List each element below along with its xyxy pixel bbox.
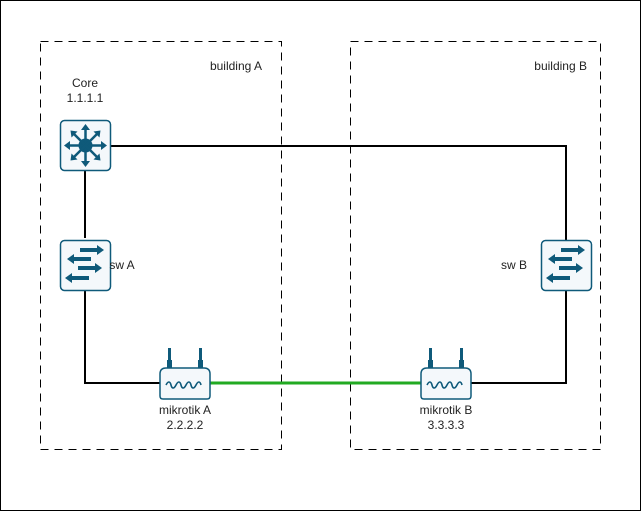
node-mikrotik-b-ip: 3.3.3.3: [428, 418, 465, 432]
l3-switch-icon: [59, 119, 112, 172]
link-mikrotik-b-sw-b[interactable]: [471, 290, 567, 384]
node-core[interactable]: Core 1.1.1.1: [59, 76, 112, 172]
node-mikrotik-a[interactable]: mikrotik A 2.2.2.2: [159, 348, 211, 432]
zone-building-b-label: building B: [534, 59, 587, 73]
zone-building-a[interactable]: building A: [40, 41, 282, 450]
node-mikrotik-b[interactable]: mikrotik B 3.3.3.3: [420, 348, 473, 432]
node-sw-a[interactable]: sw A: [59, 239, 135, 292]
zone-building-b-border: [350, 41, 601, 450]
node-sw-b-name: sw B: [501, 258, 527, 272]
node-mikrotik-a-name: mikrotik A: [159, 403, 211, 417]
zone-building-b[interactable]: building B: [350, 41, 601, 450]
zone-building-a-label: building A: [210, 59, 262, 73]
zone-building-a-border: [40, 41, 282, 450]
links: [84, 145, 567, 385]
node-sw-b[interactable]: sw B: [501, 239, 593, 292]
link-sw-a-mikrotik-a[interactable]: [84, 290, 160, 384]
node-mikrotik-b-name: mikrotik B: [420, 403, 473, 417]
wireless-router-icon: [159, 348, 211, 400]
node-core-ip: 1.1.1.1: [67, 91, 104, 105]
link-sw-b-core[interactable]: [110, 145, 567, 240]
switch-icon: [540, 239, 593, 292]
node-sw-a-name: sw A: [109, 258, 134, 272]
wireless-router-icon: [420, 348, 472, 400]
switch-icon: [59, 239, 112, 292]
node-core-name: Core: [72, 76, 98, 90]
node-mikrotik-a-ip: 2.2.2.2: [167, 418, 204, 432]
